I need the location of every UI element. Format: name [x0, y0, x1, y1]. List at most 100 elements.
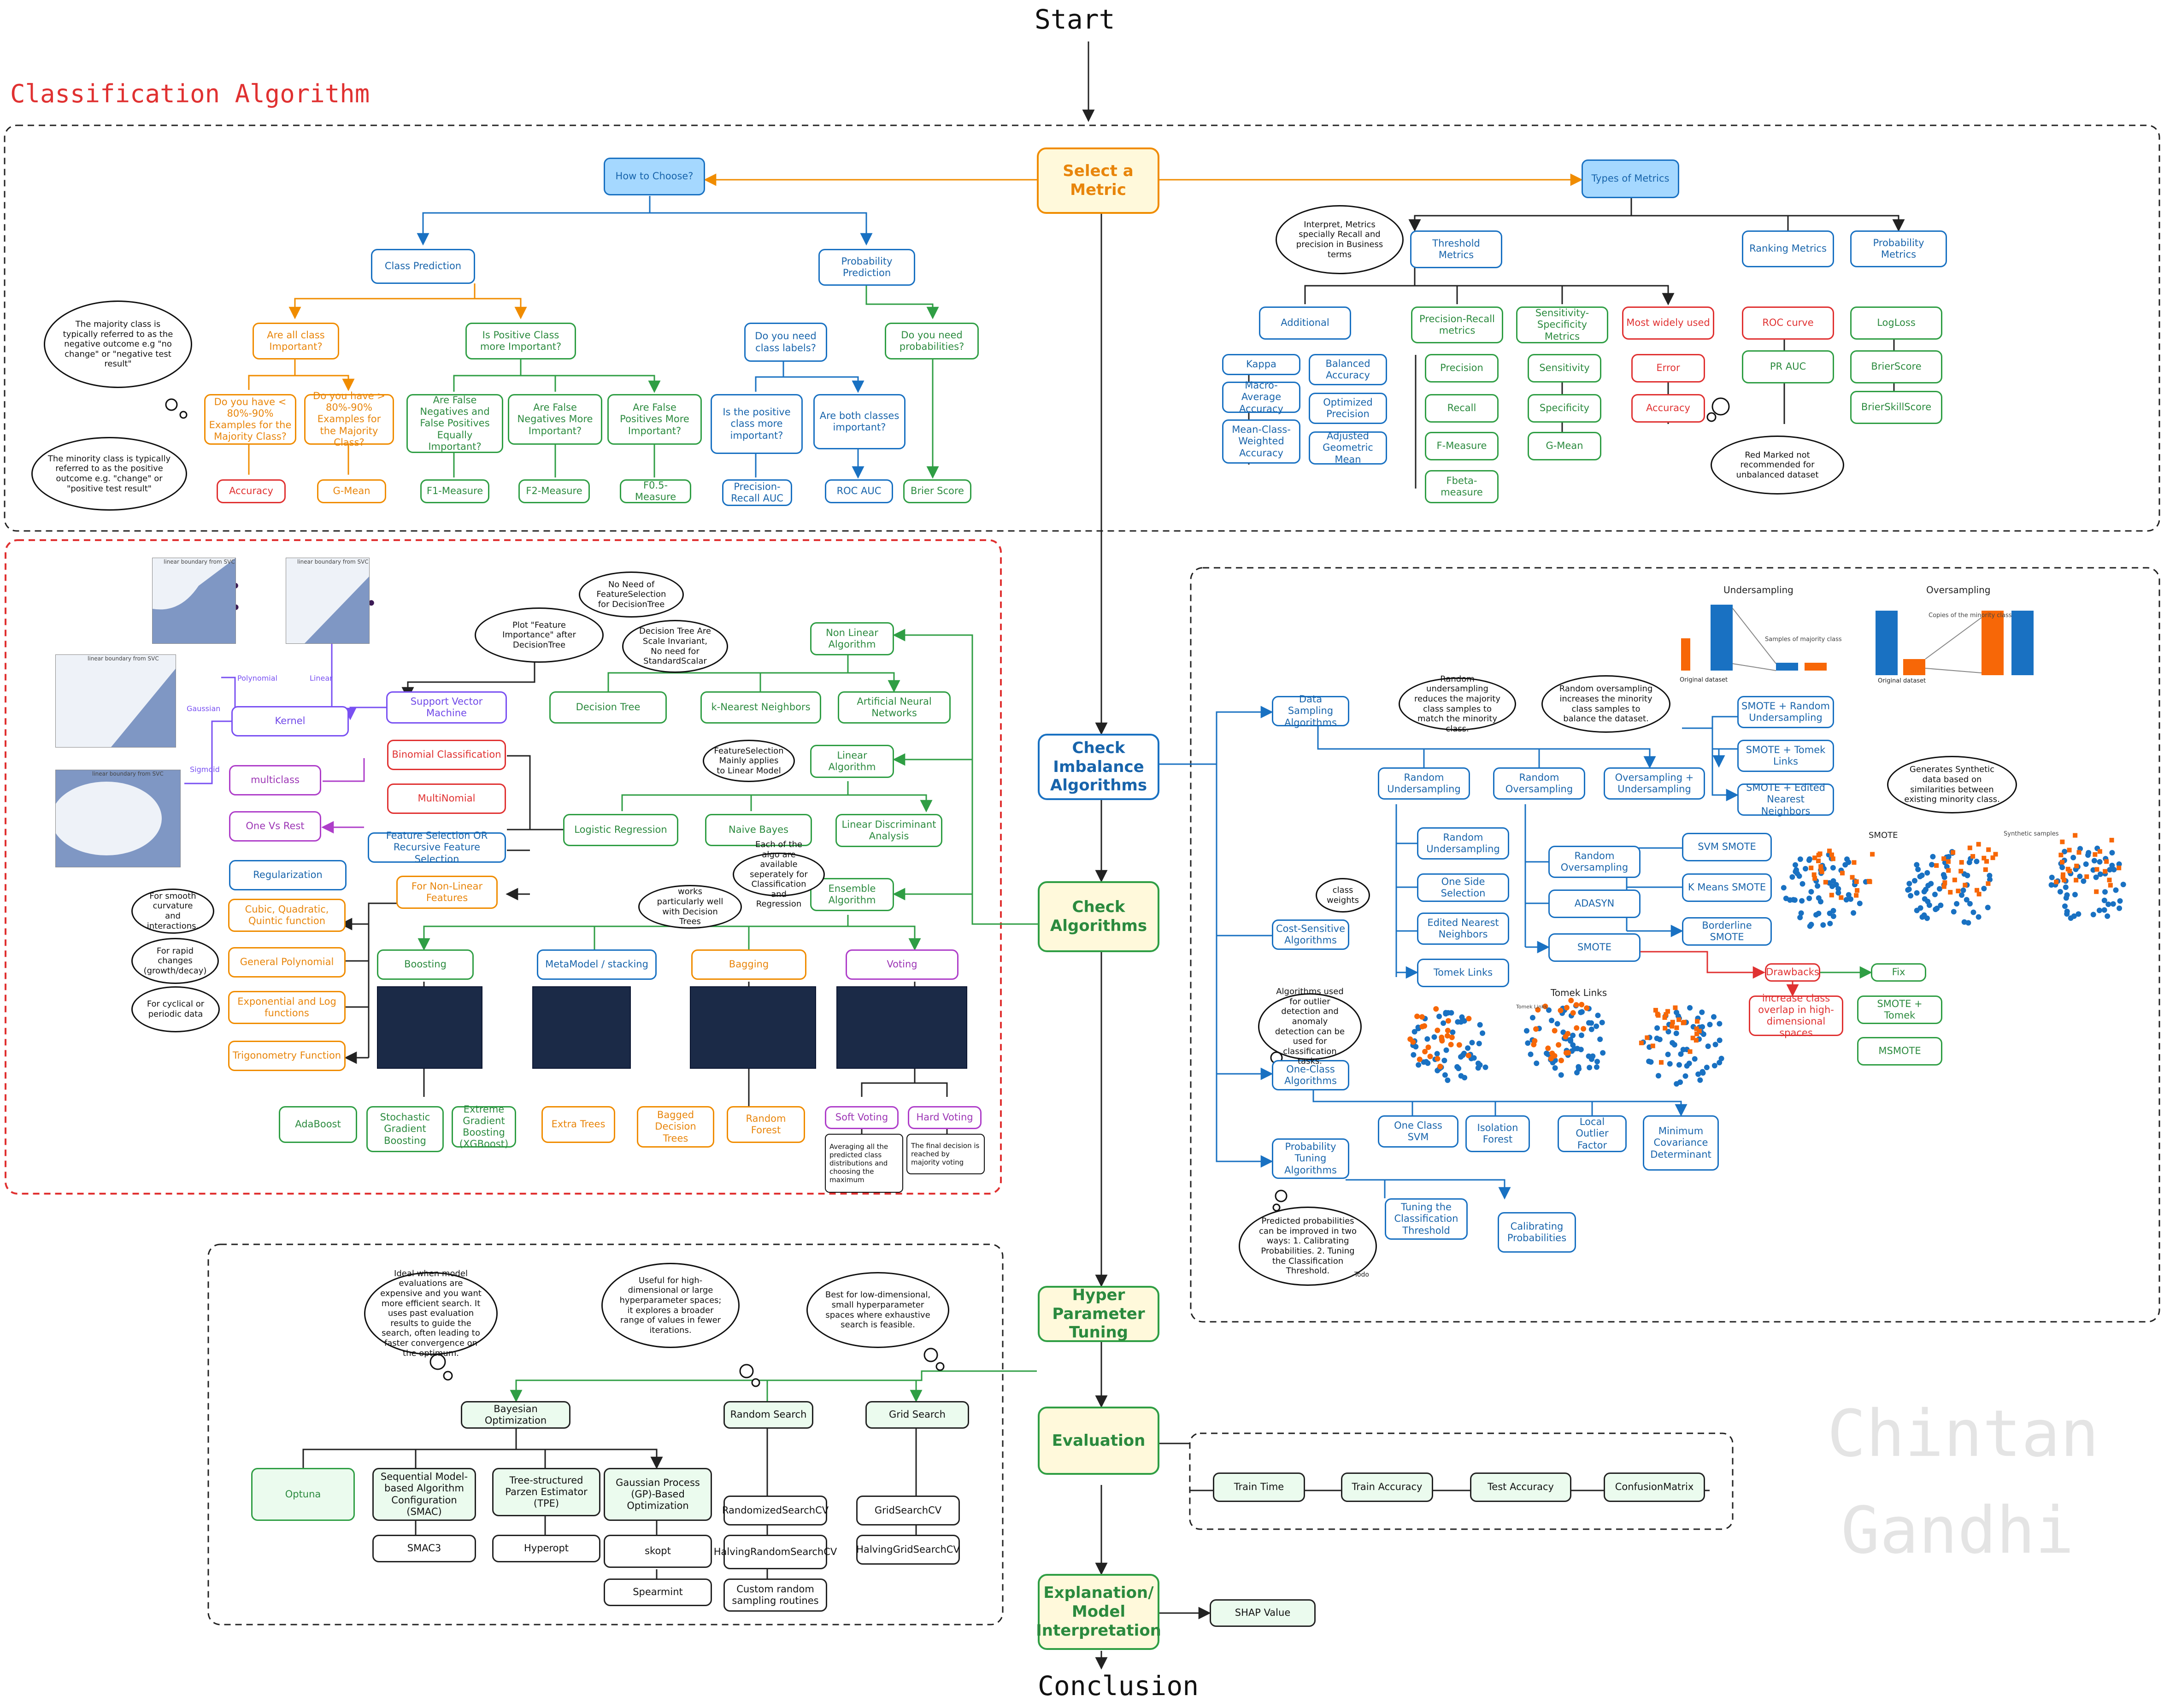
increase-overlap-node[interactable]: increase class overlap in high-dimension… — [1749, 993, 1843, 1038]
halvinggridsearchcv-node[interactable]: HalvingGridSearchCV — [856, 1535, 960, 1565]
majority-lt-80-node[interactable]: Do you have < 80%-90% Examples for the M… — [204, 394, 296, 445]
fbeta-measure-node[interactable]: Fbeta-measure — [1425, 470, 1499, 503]
smote-enn-node[interactable]: SMOTE + Edited Nearest Neighbors — [1737, 782, 1834, 817]
one-class-svm-node[interactable]: One Class SVM — [1378, 1115, 1458, 1148]
confusion-matrix-node[interactable]: ConfusionMatrix — [1604, 1472, 1705, 1502]
decision-tree-node[interactable]: Decision Tree — [549, 691, 667, 724]
random-forest-node[interactable]: Random Forest — [727, 1106, 805, 1143]
drawbacks-node[interactable]: Drawbacks — [1765, 963, 1820, 982]
sensitivity-specificity-node[interactable]: Sensitivity-Specificity Metrics — [1516, 306, 1608, 343]
feature-selection-node[interactable]: Feature Selection OR Recursive Feature S… — [368, 830, 506, 865]
smac3-node[interactable]: SMAC3 — [372, 1535, 476, 1562]
binomial-classification-node[interactable]: Binomial Classification — [387, 740, 506, 770]
accuracy-node[interactable]: Accuracy — [217, 479, 286, 503]
false-pos-more-node[interactable]: Are False Positives More Important? — [607, 394, 702, 445]
additional-node[interactable]: Additional — [1259, 306, 1351, 340]
svm-smote-node[interactable]: SVM SMOTE — [1682, 833, 1772, 861]
brierscore-node[interactable]: BrierScore — [1850, 350, 1942, 383]
f2-measure-node[interactable]: F2-Measure — [518, 479, 590, 503]
smote-random-under-node[interactable]: SMOTE + Random Undersampling — [1737, 696, 1834, 728]
one-class-node[interactable]: One-Class Algorithms — [1272, 1060, 1349, 1090]
multinomial-node[interactable]: MultiNomial — [387, 783, 506, 814]
random-undersampling-node[interactable]: Random Undersampling — [1378, 767, 1470, 800]
tuning-threshold-node[interactable]: Tuning the Classification Threshold — [1385, 1198, 1468, 1240]
exp-log-node[interactable]: Exponential and Log functions — [228, 991, 346, 1024]
evaluation-node[interactable]: Evaluation — [1038, 1407, 1159, 1475]
roc-auc-node[interactable]: ROC AUC — [825, 479, 893, 503]
calibrating-probabilities-node[interactable]: Calibrating Probabilities — [1498, 1212, 1576, 1253]
bagged-dt-node[interactable]: Bagged Decision Trees — [637, 1106, 714, 1148]
min-cov-det-node[interactable]: Minimum Covariance Determinant — [1643, 1115, 1719, 1171]
hard-voting-node[interactable]: Hard Voting — [908, 1106, 982, 1129]
trig-function-node[interactable]: Trigonometry Function — [228, 1041, 346, 1071]
mean-class-weighted-accuracy-node[interactable]: Mean-Class-Weighted Accuracy — [1222, 419, 1300, 464]
kappa-node[interactable]: Kappa — [1222, 354, 1300, 375]
bayesian-optimization-node[interactable]: Bayesian Optimization — [461, 1401, 570, 1429]
regularization-node[interactable]: Regularization — [229, 860, 347, 890]
hyper-parameter-tuning-node[interactable]: Hyper Parameter Tuning — [1038, 1286, 1159, 1342]
one-vs-rest-node[interactable]: One Vs Rest — [229, 811, 321, 842]
f05-measure-node[interactable]: F0.5-Measure — [620, 479, 691, 503]
kmeans-smote-node[interactable]: K Means SMOTE — [1682, 873, 1772, 902]
boosting-node[interactable]: Boosting — [377, 949, 474, 980]
gridsearchcv-node[interactable]: GridSearchCV — [856, 1496, 960, 1525]
roc-curve-node[interactable]: ROC curve — [1742, 306, 1834, 340]
pr-auc-metric-node[interactable]: PR AUC — [1742, 350, 1834, 383]
select-metric-node[interactable]: Select a Metric — [1037, 147, 1159, 214]
multiclass-node[interactable]: multiclass — [229, 765, 321, 795]
train-accuracy-node[interactable]: Train Accuracy — [1341, 1472, 1433, 1502]
hyperopt-node[interactable]: Hyperopt — [492, 1535, 600, 1562]
halvingrandomsearchcv-node[interactable]: HalvingRandomSearchCV — [714, 1535, 837, 1569]
how-to-choose-node[interactable]: How to Choose? — [604, 158, 705, 195]
g-mean-metric-node[interactable]: G-Mean — [1528, 432, 1601, 460]
tpe-node[interactable]: Tree-structured Parzen Estimator (TPE) — [492, 1468, 600, 1516]
soft-voting-node[interactable]: Soft Voting — [825, 1106, 899, 1129]
specificity-node[interactable]: Specificity — [1528, 394, 1601, 423]
extra-trees-node[interactable]: Extra Trees — [541, 1106, 615, 1143]
recall-node[interactable]: Recall — [1425, 394, 1499, 423]
smote-tomek-links-node[interactable]: SMOTE + Tomek Links — [1737, 740, 1834, 772]
randomizedsearchcv-node[interactable]: RandomizedSearchCV — [722, 1496, 829, 1525]
probability-tuning-node[interactable]: Probability Tuning Algorithms — [1272, 1138, 1349, 1179]
is-positive-class-important-node[interactable]: Is Positive Class more Important? — [465, 323, 576, 359]
test-accuracy-node[interactable]: Test Accuracy — [1470, 1472, 1571, 1502]
borderline-smote-node[interactable]: Borderline SMOTE — [1682, 917, 1772, 946]
explanation-node[interactable]: Explanation/ Model Interpretation — [1036, 1574, 1161, 1650]
positive-class-more-node[interactable]: Is the positive class more important? — [711, 394, 803, 454]
ru-node[interactable]: Random Undersampling — [1417, 827, 1509, 860]
voting-node[interactable]: Voting — [846, 949, 959, 980]
skopt-node[interactable]: skopt — [604, 1535, 712, 1568]
train-time-node[interactable]: Train Time — [1213, 1472, 1305, 1502]
precision-node[interactable]: Precision — [1425, 354, 1499, 383]
types-of-metrics-node[interactable]: Types of Metrics — [1582, 159, 1679, 198]
isolation-forest-node[interactable]: Isolation Forest — [1465, 1115, 1530, 1152]
adasyn-node[interactable]: ADASYN — [1548, 889, 1641, 918]
stacking-node[interactable]: MetaModel / stacking — [537, 949, 657, 980]
need-class-labels-node[interactable]: Do you need class labels? — [744, 323, 827, 362]
linear-algorithm-node[interactable]: Linear Algorithm — [810, 745, 894, 778]
edited-nn-node[interactable]: Edited Nearest Neighbors — [1417, 913, 1509, 945]
threshold-metrics-node[interactable]: Threshold Metrics — [1410, 230, 1502, 268]
adjusted-geometric-mean-node[interactable]: Adjusted Geometric Mean — [1309, 430, 1387, 465]
class-prediction-node[interactable]: Class Prediction — [371, 249, 475, 284]
f1-measure-node[interactable]: F1-Measure — [420, 479, 489, 503]
non-linear-features-node[interactable]: For Non-Linear Features — [396, 876, 498, 909]
precision-recall-metrics-node[interactable]: Precision-Recall metrics — [1411, 306, 1503, 343]
smote-tomek-node[interactable]: SMOTE + Tomek — [1857, 995, 1942, 1024]
false-neg-more-node[interactable]: Are False Negatives More Important? — [508, 394, 602, 445]
sgb-node[interactable]: Stochastic Gradient Boosting — [366, 1106, 444, 1152]
kernel-node[interactable]: Kernel — [231, 706, 349, 736]
logloss-node[interactable]: LogLoss — [1850, 306, 1942, 340]
are-all-class-important-node[interactable]: Are all class Important? — [253, 323, 339, 359]
probability-metrics-node[interactable]: Probability Metrics — [1850, 230, 1947, 267]
fix-node[interactable]: Fix — [1871, 963, 1926, 982]
brier-score-node[interactable]: Brier Score — [903, 479, 971, 503]
gp-node[interactable]: Gaussian Process (GP)-Based Optimization — [604, 1468, 712, 1521]
ro-node[interactable]: Random Oversampling — [1548, 846, 1641, 878]
random-oversampling-node[interactable]: Random Oversampling — [1493, 767, 1585, 800]
cubic-function-node[interactable]: Cubic, Quadratic, Quintic function — [228, 899, 346, 932]
shap-value-node[interactable]: SHAP Value — [1210, 1599, 1316, 1627]
bagging-node[interactable]: Bagging — [691, 949, 806, 980]
non-linear-algorithm-node[interactable]: Non Linear Algorithm — [810, 622, 894, 655]
optuna-node[interactable]: Optuna — [251, 1468, 355, 1521]
